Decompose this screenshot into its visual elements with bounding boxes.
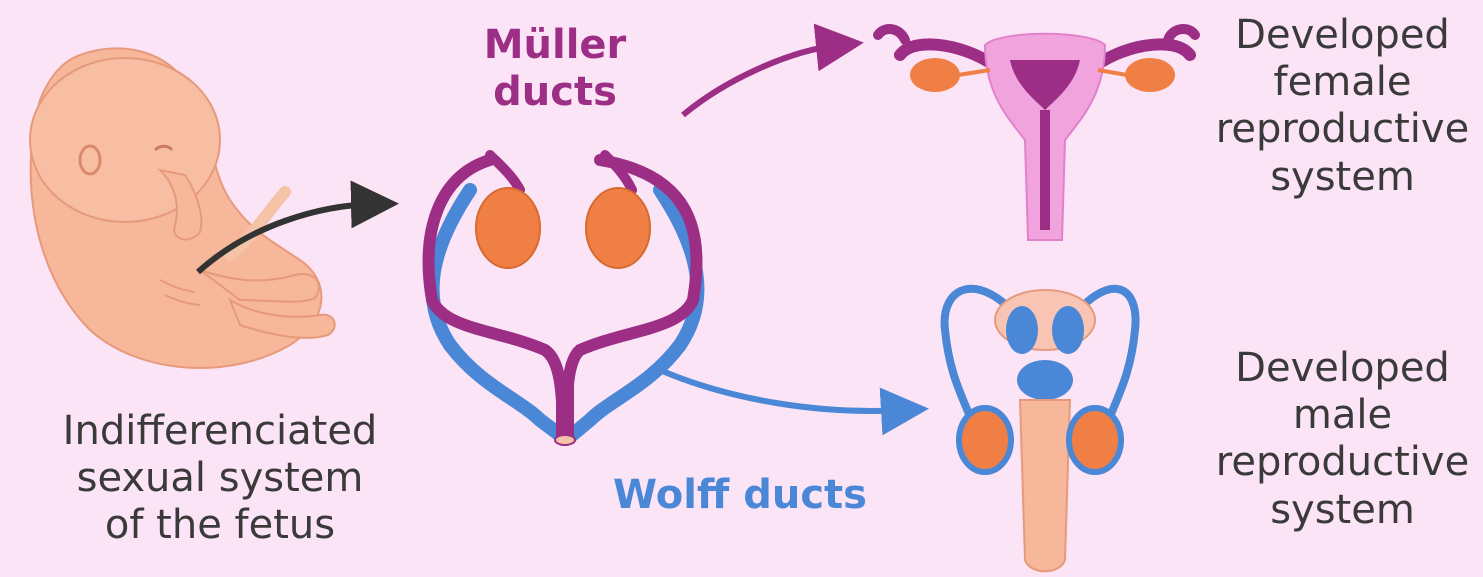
label-male-line-3: reproductive <box>1205 439 1480 486</box>
label-fetus-line-2: sexual system <box>20 455 420 502</box>
label-male-line-1: Developed <box>1205 345 1480 392</box>
label-fetus-line-1: Indifferenciated <box>20 408 420 455</box>
arrow-to-male <box>660 370 905 411</box>
label-muller-ducts: Müller ducts <box>470 22 640 116</box>
label-wolff-ducts: Wolff ducts <box>600 472 880 519</box>
fetus-illustration <box>30 48 335 368</box>
label-muller-line-1: Müller <box>470 22 640 69</box>
label-female-system: Developed female reproductive system <box>1205 12 1480 201</box>
male-reproductive-illustration <box>945 289 1136 571</box>
label-muller-line-2: ducts <box>470 69 640 116</box>
label-fetus-system: Indifferenciated sexual system of the fe… <box>20 408 420 550</box>
female-reproductive-illustration <box>878 29 1195 240</box>
label-male-system: Developed male reproductive system <box>1205 345 1480 534</box>
label-fetus-line-3: of the fetus <box>20 502 420 549</box>
label-female-line-2: female <box>1205 59 1480 106</box>
indifferent-ducts-illustration <box>429 155 698 445</box>
label-female-line-1: Developed <box>1205 12 1480 59</box>
arrow-to-female <box>683 45 840 115</box>
label-male-line-4: system <box>1205 487 1480 534</box>
label-female-line-3: reproductive <box>1205 106 1480 153</box>
label-male-line-2: male <box>1205 392 1480 439</box>
label-female-line-4: system <box>1205 154 1480 201</box>
